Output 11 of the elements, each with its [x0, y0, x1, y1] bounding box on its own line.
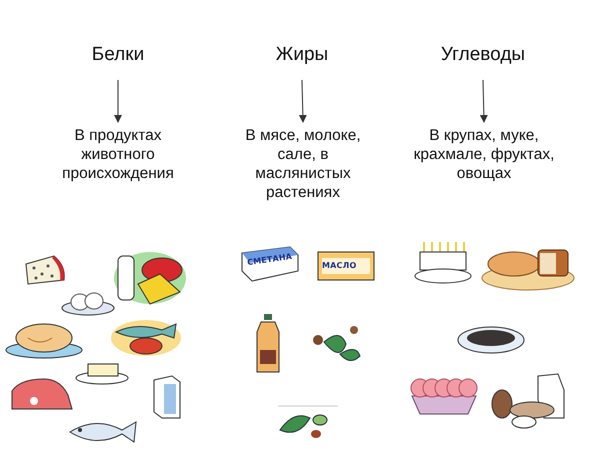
arrow	[114, 80, 122, 123]
description-text: В продуктах животного происхождения	[61, 126, 175, 183]
package-label: СМЕТАНА	[246, 252, 293, 268]
column-heading: Углеводы	[440, 44, 526, 66]
package-label: МАСЛО	[322, 261, 356, 270]
column-heading: Белки	[92, 44, 144, 66]
arrow	[480, 80, 488, 123]
column-heading: Жиры	[276, 44, 328, 66]
description-text: В мясе, молоке, сале, в маслянистых растениях	[244, 126, 362, 202]
description-text: В крупах, муке, крахмале, фруктах, овощах	[412, 126, 556, 183]
arrow	[298, 80, 307, 123]
